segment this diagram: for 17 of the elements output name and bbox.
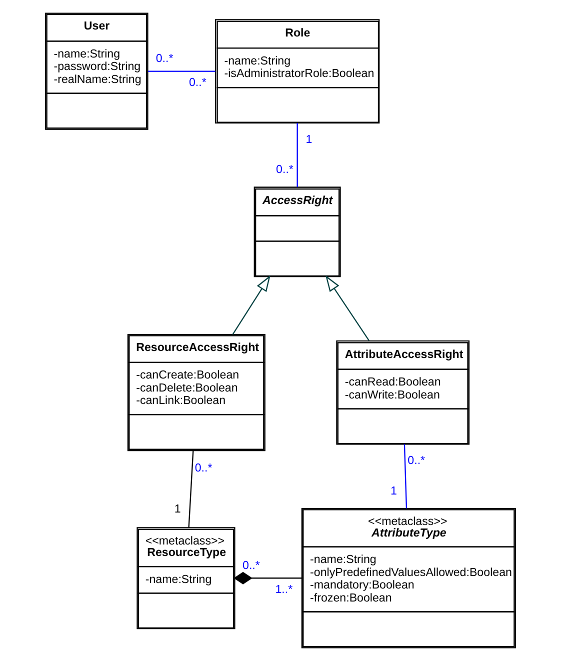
label: 0..* xyxy=(276,164,294,176)
label: 1 xyxy=(390,486,397,498)
label: 0..* xyxy=(188,77,206,90)
connector xyxy=(404,444,408,508)
connector xyxy=(148,70,216,72)
label: 0..* xyxy=(156,53,174,66)
connector xyxy=(296,122,298,188)
arrow xyxy=(232,275,270,335)
label: 1 xyxy=(306,134,312,146)
label: 0..* xyxy=(408,454,426,467)
label: 1 xyxy=(174,504,181,516)
connector xyxy=(188,450,194,528)
label: 1..* xyxy=(275,584,293,596)
label: 0..* xyxy=(242,560,260,572)
label: 0..* xyxy=(194,462,212,474)
connector xyxy=(234,572,302,584)
arrow xyxy=(325,275,370,341)
